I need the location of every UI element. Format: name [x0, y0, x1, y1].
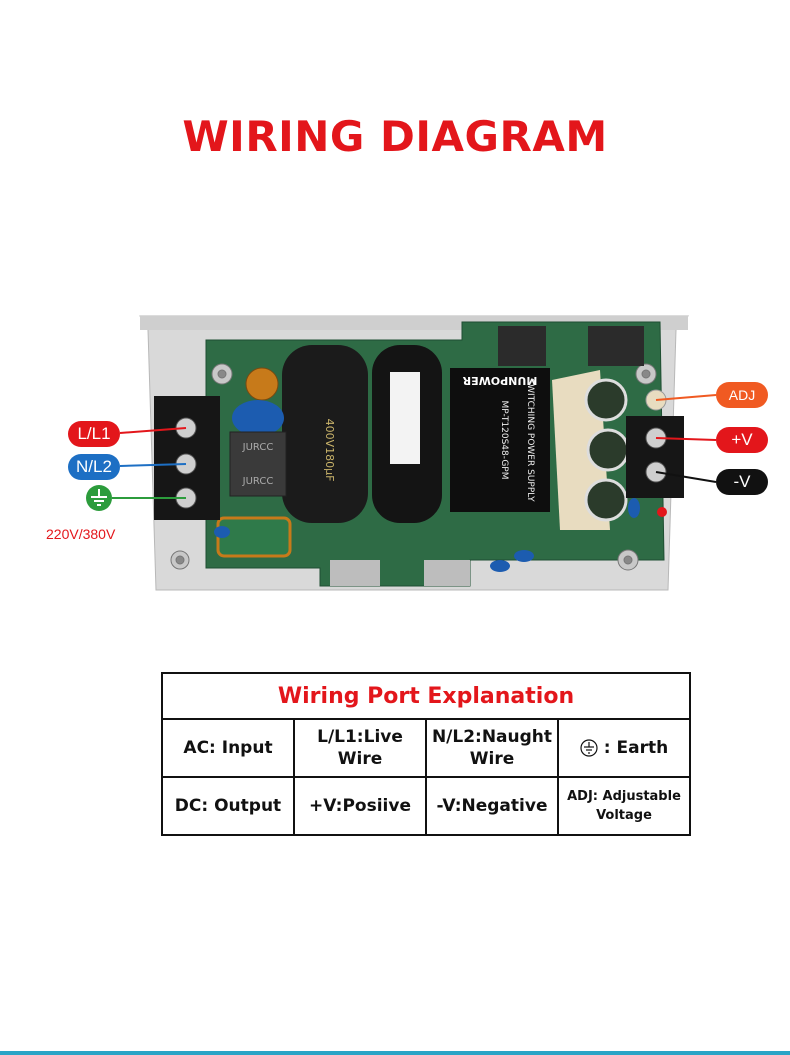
negative-wire-line	[655, 471, 717, 483]
wiring-port-table: Wiring Port Explanation AC: Input L/L1:L…	[161, 672, 691, 836]
power-supply-photo: 400V180μF JURCC JURCC MUNPOWER SWITCHING…	[86, 315, 717, 591]
page-title: WIRING DIAGRAM	[182, 112, 608, 161]
input-voltage-label: 220V/380V	[46, 526, 116, 542]
live-wire-cell: L/L1:Live Wire	[293, 718, 427, 778]
pcb-screws	[170, 363, 657, 571]
module-model: MP-T120S48-GPM	[499, 400, 509, 479]
blue-ycap-1	[214, 526, 230, 538]
small-cap-2	[586, 428, 630, 472]
earth-ground-icon	[580, 739, 598, 757]
choke-text-1: JURCC	[242, 442, 274, 453]
negative-label: -V	[716, 469, 768, 495]
blue-ycap-4	[628, 498, 640, 518]
ac-input-cell: AC: Input	[161, 718, 295, 778]
positive-wire-line	[655, 437, 717, 441]
bottom-connector-1	[330, 560, 380, 586]
neutral-label: N/L2	[68, 454, 120, 480]
small-cap-1	[584, 378, 628, 422]
positive-cell: +V:Posiive	[293, 776, 427, 836]
dc-output-cell: DC: Output	[161, 776, 295, 836]
ac-terminal-screws	[175, 417, 197, 509]
live-label: L/L1	[68, 421, 120, 447]
bottom-divider	[0, 1051, 790, 1055]
blue-ycap-2	[490, 560, 510, 572]
power-module	[450, 368, 550, 512]
module-brand: MUNPOWER	[462, 374, 537, 387]
blue-ycap-3	[514, 550, 534, 562]
capacitor-text: 400V180μF	[323, 419, 336, 482]
neutral-wire-cell: N/L2:Naught Wire	[425, 718, 559, 778]
green-inductor	[216, 516, 292, 558]
adj-label: ADJ	[716, 382, 768, 408]
positive-label: +V	[716, 427, 768, 453]
earth-cell: : Earth	[557, 718, 691, 778]
bottom-connector-2	[424, 560, 470, 586]
blue-ring-core	[232, 400, 284, 436]
live-wire-line	[119, 427, 187, 434]
small-cap-3	[584, 478, 628, 522]
earth-icon	[86, 485, 112, 511]
common-mode-choke	[229, 431, 287, 497]
choke-text-2: JURCC	[242, 476, 274, 487]
heat-sink-left	[498, 326, 546, 366]
neutral-wire-line	[119, 463, 187, 467]
earth-text: : Earth	[603, 738, 669, 758]
negative-cell: -V:Negative	[425, 776, 559, 836]
barcode-label	[390, 372, 420, 464]
coil-orange	[245, 367, 279, 401]
adj-cell: ADJ: Adjustable Voltage	[557, 776, 691, 836]
capacitor-1	[282, 345, 368, 523]
red-led	[657, 507, 667, 517]
adj-wire-line	[655, 394, 717, 401]
table-header: Wiring Port Explanation	[161, 672, 691, 720]
module-label: SWITCHING POWER SUPPLY	[525, 378, 535, 502]
heat-sink-right	[588, 326, 644, 366]
